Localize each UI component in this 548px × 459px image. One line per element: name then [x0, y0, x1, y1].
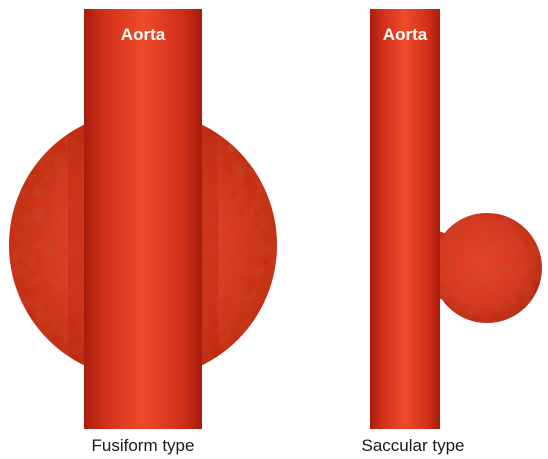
- fusiform-aorta-label: Aorta: [121, 25, 166, 44]
- fusiform-panel: Aorta Fusiform type: [9, 9, 277, 455]
- saccular-aorta-vessel: [370, 9, 440, 429]
- fusiform-caption: Fusiform type: [92, 436, 195, 455]
- saccular-aorta-label: Aorta: [383, 25, 428, 44]
- saccular-caption: Saccular type: [362, 436, 465, 455]
- fusiform-aorta-vessel: [84, 9, 202, 429]
- saccular-aneurysm-sac: [432, 213, 542, 323]
- saccular-panel: Aorta Saccular type: [362, 9, 543, 455]
